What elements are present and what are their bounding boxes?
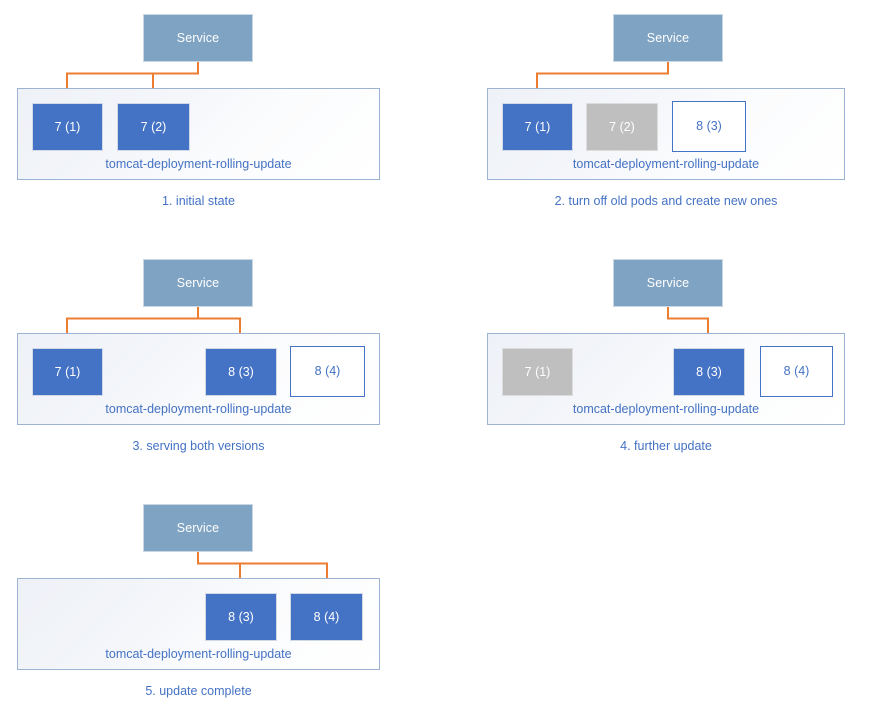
panel-caption: 3. serving both versions: [132, 439, 265, 453]
pod-label: 8 (3): [696, 364, 722, 379]
pod-label: 7 (1): [54, 119, 81, 134]
pod-box[interactable]: 8 (3): [673, 348, 745, 396]
panel-caption: 1. initial state: [162, 194, 235, 208]
pod-box[interactable]: 8 (4): [760, 346, 833, 397]
panel-caption: 4. further update: [620, 439, 712, 453]
pod-box[interactable]: 8 (3): [672, 101, 746, 152]
pod-label: 8 (3): [228, 609, 254, 624]
pod-label: 8 (3): [696, 119, 722, 134]
deployment-label: tomcat-deployment-rolling-update: [572, 401, 760, 416]
service-box[interactable]: Service: [143, 259, 253, 307]
service-label: Service: [176, 275, 220, 290]
service-label: Service: [646, 275, 690, 290]
service-box[interactable]: Service: [613, 259, 723, 307]
pod-label: 8 (3): [228, 364, 254, 379]
pod-label: 8 (4): [783, 364, 810, 379]
deployment-label: tomcat-deployment-rolling-update: [105, 401, 292, 416]
service-label: Service: [646, 30, 690, 45]
pod-box[interactable]: 7 (1): [502, 103, 573, 151]
pod-box[interactable]: 7 (1): [32, 348, 103, 396]
pod-box[interactable]: 8 (3): [205, 348, 277, 396]
pod-label: 8 (4): [314, 364, 341, 379]
service-label: Service: [176, 520, 220, 535]
deployment-label: tomcat-deployment-rolling-update: [105, 156, 292, 171]
pod-box[interactable]: 7 (1): [502, 348, 573, 396]
service-box[interactable]: Service: [143, 504, 253, 552]
pod-box[interactable]: 8 (4): [290, 593, 363, 641]
pod-label: 7 (1): [54, 364, 81, 379]
pod-label: 7 (1): [524, 119, 551, 134]
pod-label: 7 (2): [609, 119, 635, 134]
deployment-label: tomcat-deployment-rolling-update: [572, 156, 760, 171]
pod-label: 7 (2): [140, 119, 167, 134]
panel-caption: 2. turn off old pods and create new ones: [554, 194, 778, 208]
pod-label: 8 (4): [313, 609, 340, 624]
pod-box[interactable]: 8 (4): [290, 346, 365, 397]
service-box[interactable]: Service: [613, 14, 723, 62]
pod-box[interactable]: 7 (1): [32, 103, 103, 151]
pod-box[interactable]: 7 (2): [117, 103, 190, 151]
pod-box[interactable]: 7 (2): [586, 103, 658, 151]
deployment-label: tomcat-deployment-rolling-update: [105, 646, 292, 661]
service-label: Service: [176, 30, 220, 45]
pod-label: 7 (1): [524, 364, 551, 379]
pod-box[interactable]: 8 (3): [205, 593, 277, 641]
service-box[interactable]: Service: [143, 14, 253, 62]
panel-caption: 5. update complete: [145, 684, 252, 698]
